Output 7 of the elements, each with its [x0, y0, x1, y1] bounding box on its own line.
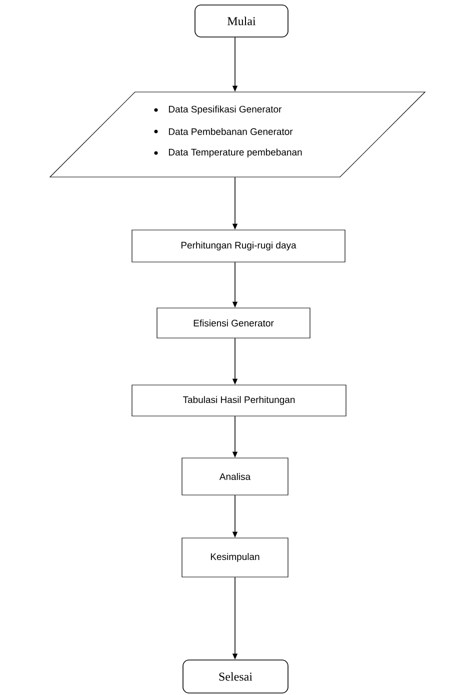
terminal-box: Mulai	[194, 4, 288, 38]
process-box: Tabulasi Hasil Perhitungan	[132, 384, 346, 416]
terminal-box: Selesai	[182, 660, 288, 694]
process-box: Analisa	[182, 458, 288, 496]
process-box: Perhitungan Rugi-rugi daya	[132, 230, 346, 262]
process-box: Efisiensi Generator	[156, 308, 310, 338]
process-box: Kesimpulan	[182, 538, 288, 578]
